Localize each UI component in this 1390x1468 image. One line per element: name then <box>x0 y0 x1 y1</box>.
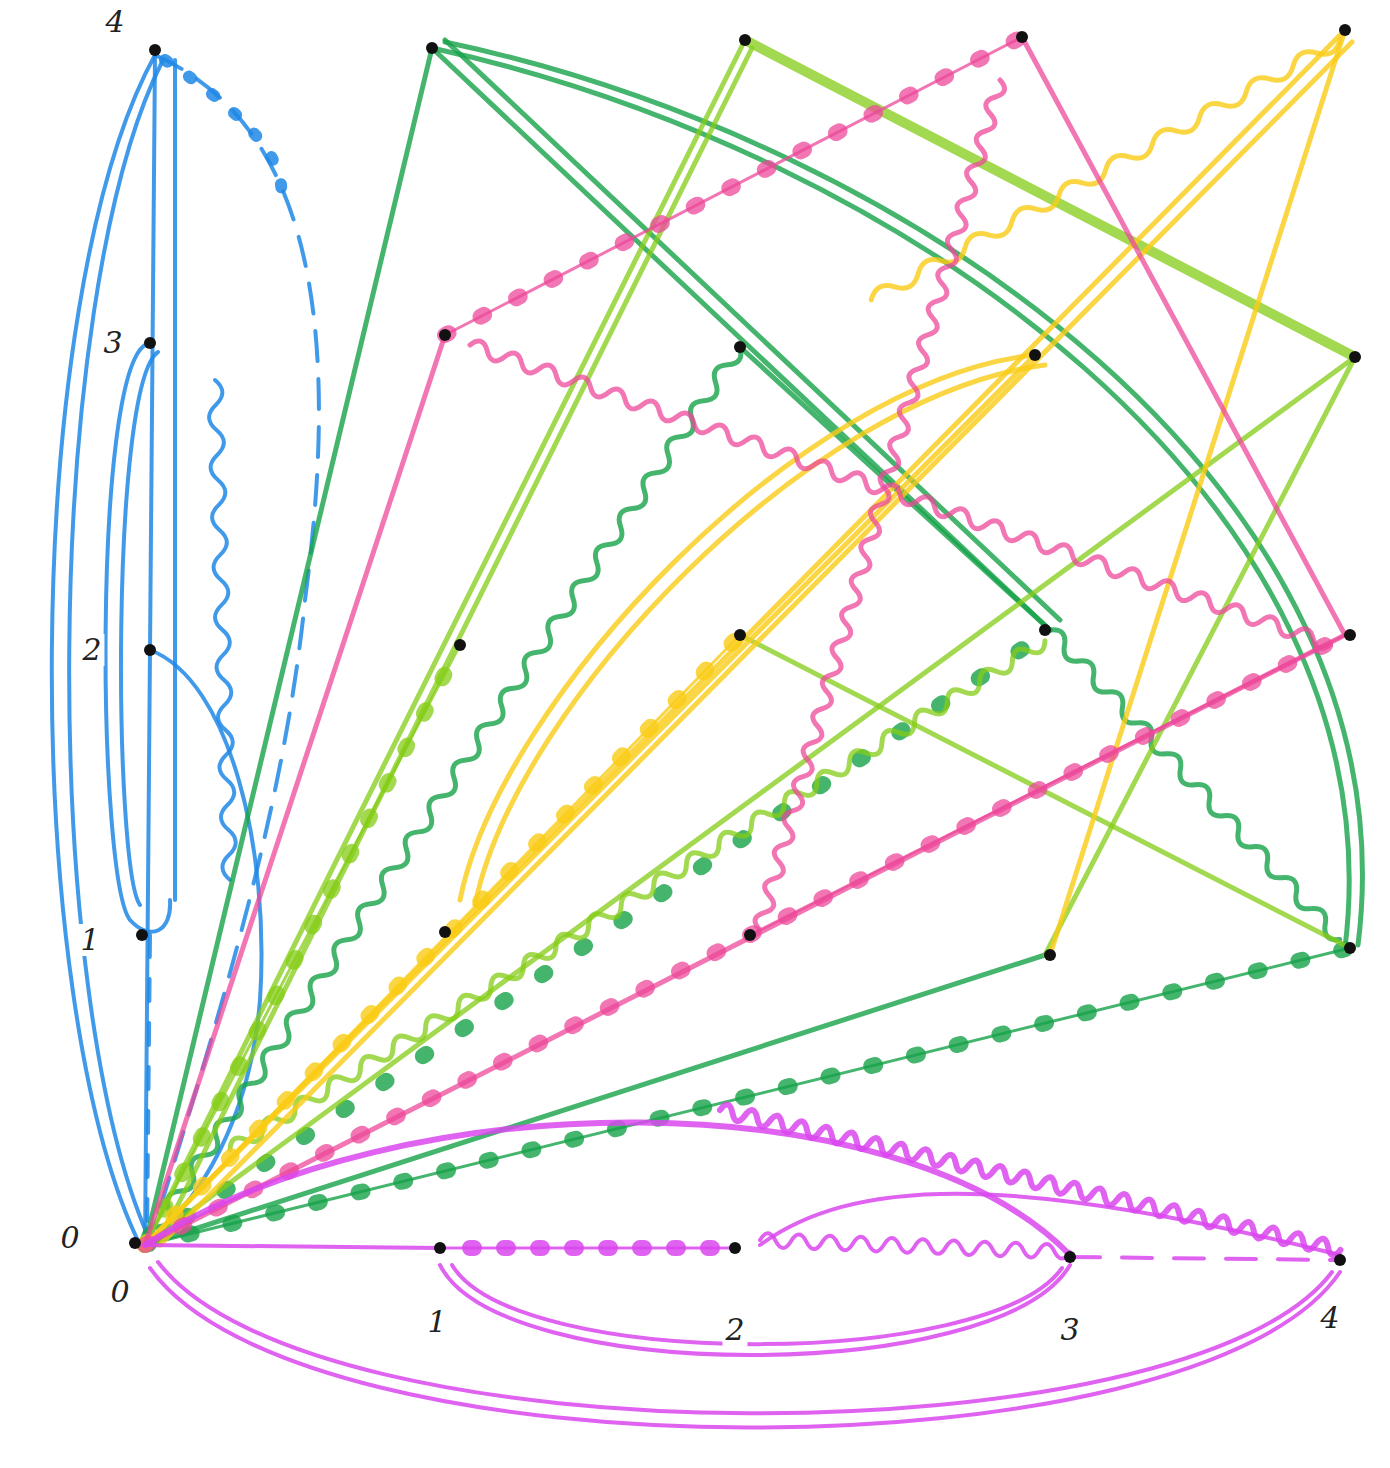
axis-label: 3 <box>1057 1314 1082 1346</box>
axis-label: 3 <box>100 327 125 359</box>
axis-label: 4 <box>102 6 127 38</box>
axis-label: 2 <box>722 1314 747 1346</box>
axis-label: 1 <box>424 1306 449 1338</box>
axis-label: 2 <box>79 634 104 666</box>
axis-label: 0 <box>57 1222 82 1254</box>
axis-label: 4 <box>1317 1302 1342 1334</box>
axis-label: 0 <box>107 1276 132 1308</box>
axis-label: 1 <box>77 924 102 956</box>
